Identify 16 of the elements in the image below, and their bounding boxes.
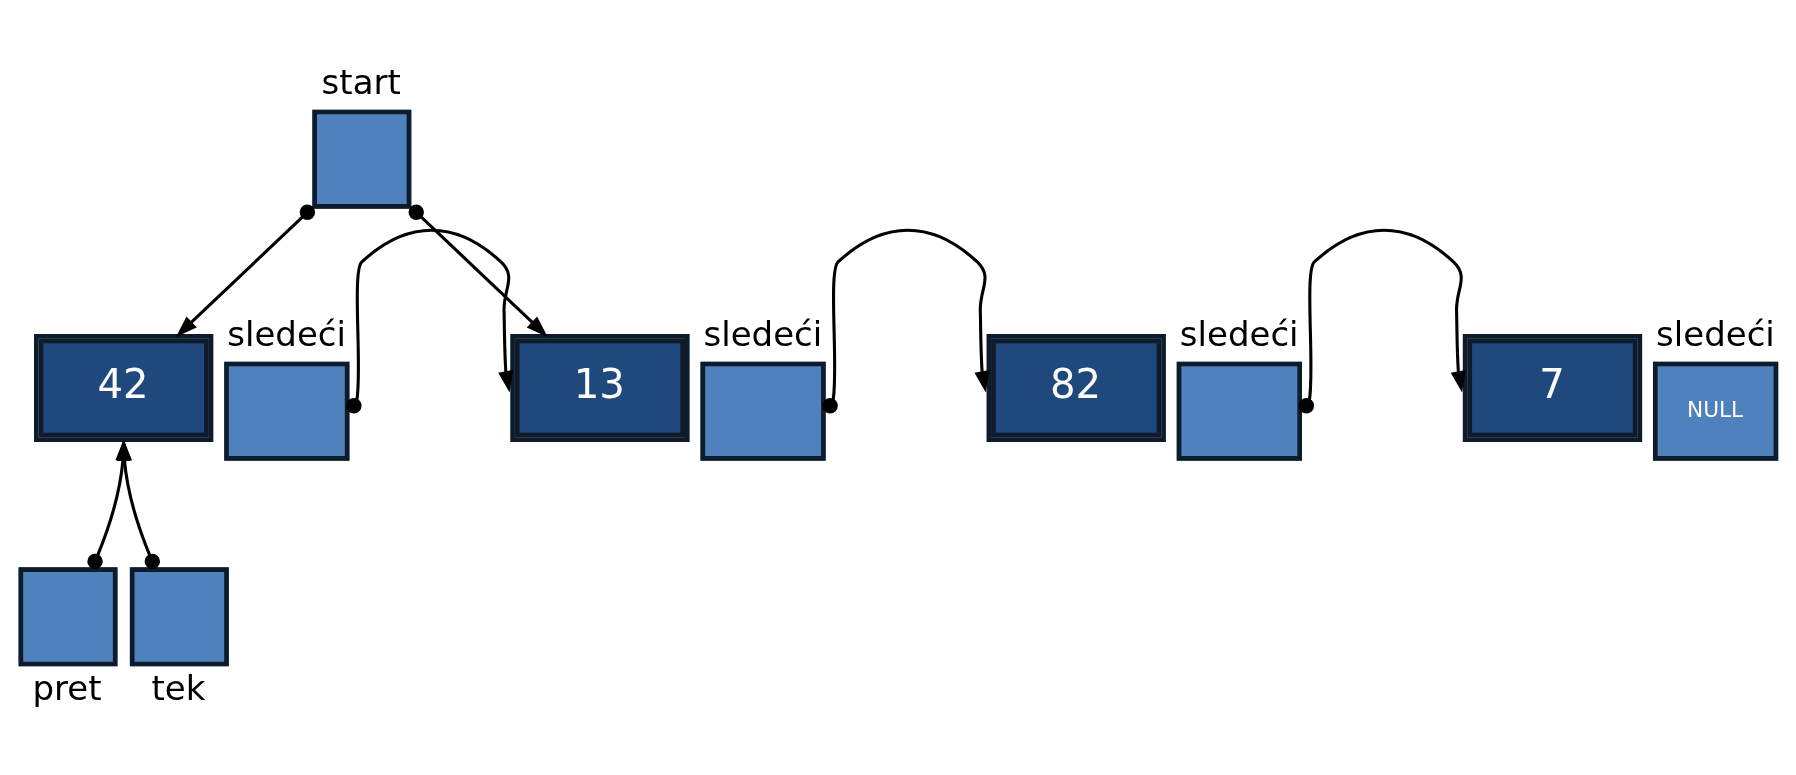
node-label: pret bbox=[32, 667, 102, 708]
node-box: 42 bbox=[34, 333, 214, 442]
node-label: sledeći bbox=[703, 313, 823, 354]
node-label: sledeći bbox=[227, 313, 347, 354]
arrow bbox=[1298, 228, 1466, 413]
node-box: 7 bbox=[1462, 333, 1643, 442]
arrow bbox=[822, 228, 990, 413]
arrow bbox=[346, 228, 514, 413]
node-label: sledeći bbox=[1656, 313, 1775, 354]
node-label: start bbox=[321, 61, 401, 102]
arrow bbox=[175, 204, 316, 337]
arrow bbox=[408, 204, 548, 337]
node-label: tek bbox=[151, 667, 206, 708]
node-box: 82 bbox=[986, 333, 1166, 442]
node-box: 13 bbox=[510, 333, 690, 442]
node-label: sledeći bbox=[1179, 313, 1299, 354]
